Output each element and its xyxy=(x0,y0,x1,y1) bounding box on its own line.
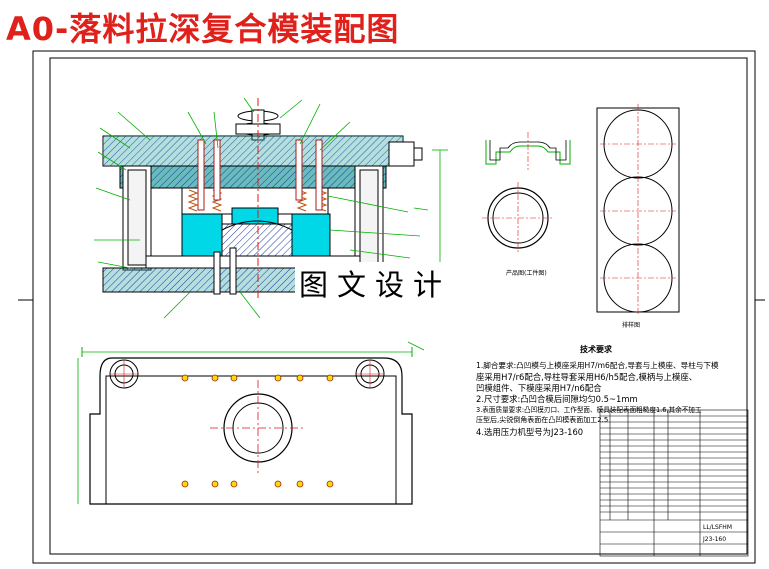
plan-view xyxy=(77,341,425,505)
product-views xyxy=(482,132,571,254)
bolt-left xyxy=(197,139,205,211)
punch-insert xyxy=(231,207,279,225)
product-section xyxy=(485,140,571,165)
tech-line-5: 3.表面质量要求:凸凹模刃口、工作型面、模具装配表面粗糙度1.6,其余不加工 xyxy=(476,406,702,414)
press-model: J23-160 xyxy=(703,536,727,543)
sheet-inner-border xyxy=(49,57,748,555)
ejector-pin xyxy=(213,251,221,295)
product-view-label: 产品图(工件图) xyxy=(506,270,547,277)
layout-view-label: 排样图 xyxy=(622,322,641,329)
tech-line-1: 1.脚合要求:凸凹模与上模座采用H7/m6配合,导套与上模座、导柱与下模 xyxy=(476,361,719,370)
drawing-title: A0-落料拉深复合模装配图 xyxy=(6,10,400,48)
leader-lines-left xyxy=(94,111,219,319)
plan-bolt-holes xyxy=(181,374,334,488)
tech-line-2: 座采用H7/r6配合,导柱导套采用H6/h5配合,模柄与上模座、 xyxy=(476,372,698,382)
main-section-view xyxy=(94,97,448,319)
bolt-right xyxy=(295,139,303,201)
watermark-text: 图文设计 xyxy=(295,262,456,304)
die-insert-left xyxy=(181,213,223,257)
leader-lines-right xyxy=(239,97,421,319)
sheet-outer-border xyxy=(32,50,756,564)
tech-requirements-heading: 技术要求 xyxy=(580,345,612,354)
tech-line-4: 2.尺寸要求:凸凹合模后间隙均匀0.5~1mm xyxy=(476,394,638,404)
tech-line-6: 压型后,尖锐倒角表面在凸凹模表面加工2.5 xyxy=(476,416,609,424)
title-block xyxy=(599,409,749,557)
tech-line-7: 4.选用压力机型号为J23-160 xyxy=(476,427,584,437)
strip-layout xyxy=(596,104,680,316)
die-insert-right xyxy=(291,213,331,257)
drawing-code: LL/LSFHM xyxy=(703,524,732,531)
lower-die-outline xyxy=(89,357,413,505)
tech-line-3: 凹模组件、下模座采用H7/n6配合 xyxy=(476,383,602,393)
